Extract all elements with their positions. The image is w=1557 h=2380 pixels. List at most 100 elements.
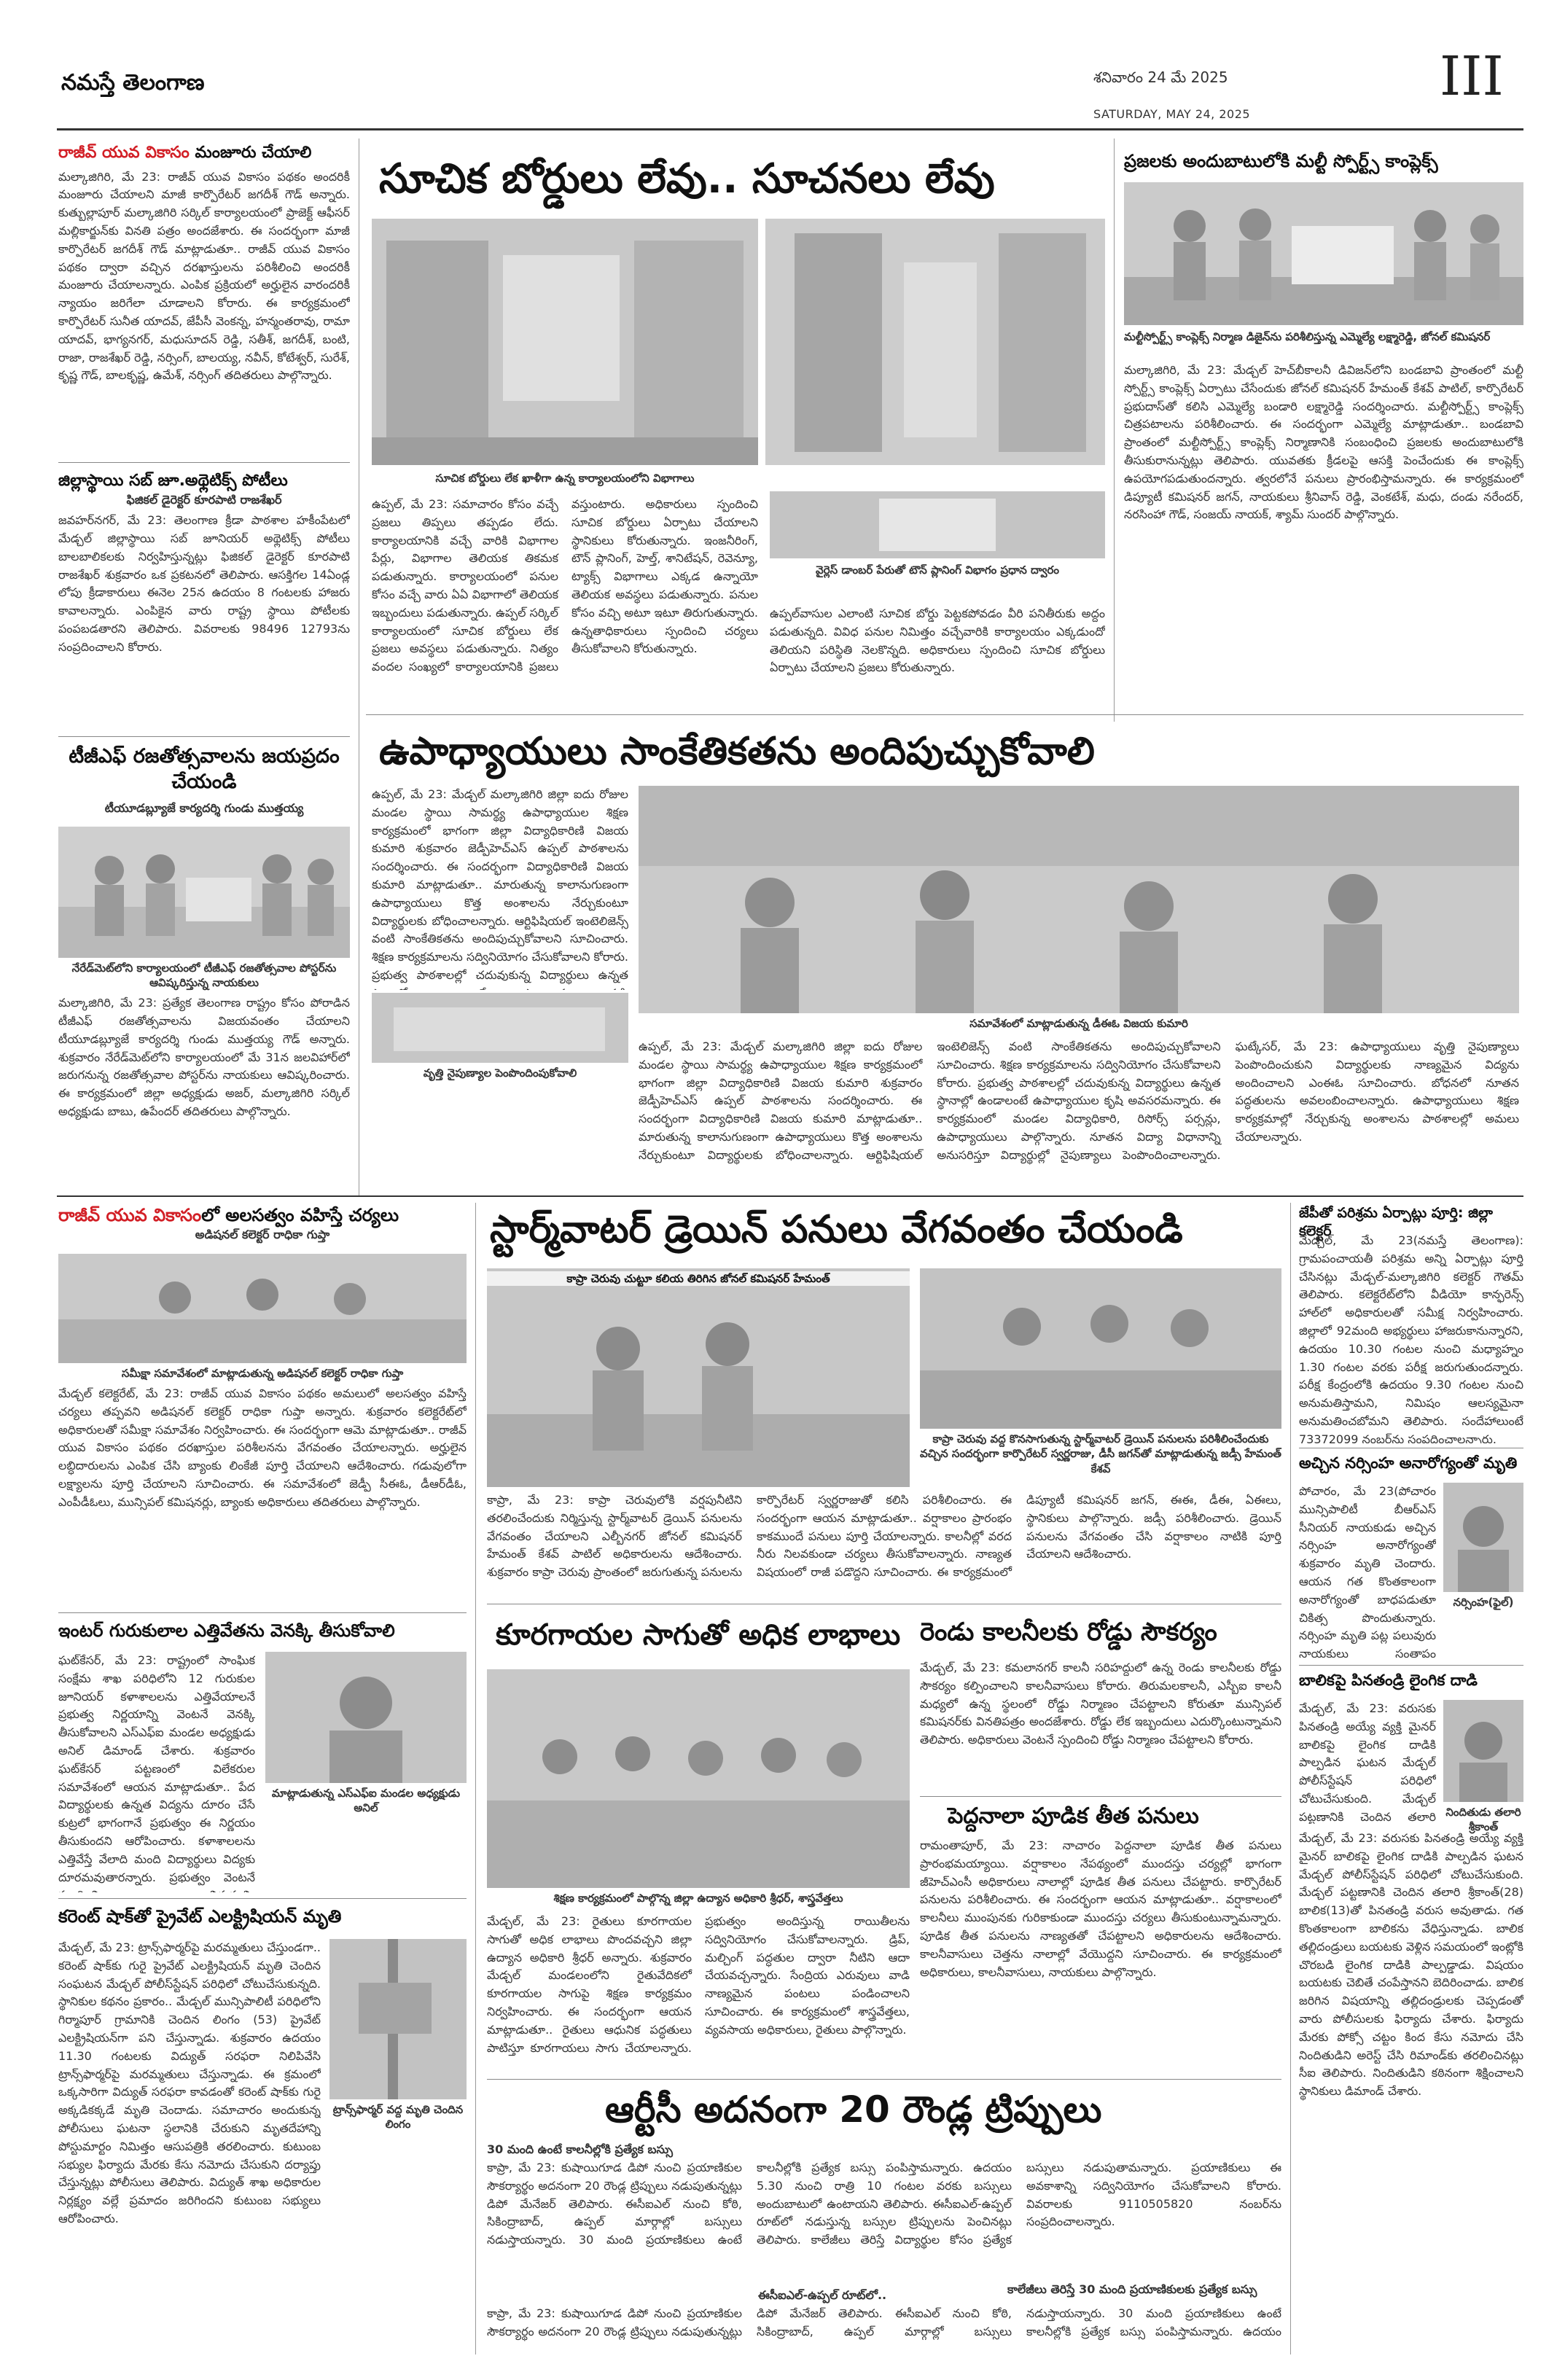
- headline-girl-assault: బాలికపై పినతండ్రి లైంగిక దాడి: [1299, 1671, 1478, 1689]
- article-body-electrician: మేడ్చల్, మే 23: ట్రాన్స్‌ఫార్మర్‌పై మరమ్…: [58, 1940, 321, 2225]
- divider: [366, 714, 1523, 715]
- photo-narsimha-image: [1443, 1483, 1523, 1592]
- article-body-jp-exam: మేడ్చల్, మే 23(నమస్తే తెలంగాణ): గ్రామపంచ…: [1299, 1233, 1523, 1443]
- article-body-rtc-trips: కాప్రా, మే 23: కుషాయిగూడ డిపో నుంచి ప్రయ…: [487, 2161, 1281, 2247]
- photo-caption: సూచిక బోర్డులు లేక ఖాళీగా ఉన్న కార్యాలయం…: [435, 472, 695, 485]
- article-body-review: మేడ్చల్ కలెక్టరేట్, మే 23: రాజీవ్ యువ వి…: [58, 1386, 467, 1509]
- photo-caption: వృత్తి నైపుణ్యాల పెంపొందింపుకోవాలి: [423, 1066, 577, 1080]
- photo-deo-meeting: [639, 786, 1519, 1013]
- photo-caption: మాట్లాడుతున్న ఎస్ఎఫ్ఐ మండల అధ్యక్షుడు అన…: [271, 1787, 461, 1815]
- photo-sports-complex-image: [1124, 182, 1523, 325]
- photo-town-planning-image: [770, 491, 1105, 558]
- photo-review-meeting: [58, 1254, 467, 1363]
- article-body-town-planning: ఉప్పల్‌వాసుల ఎలాంటి సూచిక బోర్డు పెట్టకప…: [770, 606, 1105, 675]
- photo-caption: కాప్రా చెరువు చుట్టూ కలియ తిరిగిన జోనల్ …: [487, 1271, 910, 1287]
- divider: [58, 1612, 467, 1613]
- headline-rtc-trips: ఆర్టీసీ అదనంగా 20 రౌండ్ల ట్రిప్పులు: [605, 2088, 1102, 2131]
- kicker: రాజీవ్ యువ వికాసం: [58, 144, 190, 162]
- article-body-sign-boards: ఉప్పల్, మే 23: సమాచారం కోసం వచ్చే ప్రజలు…: [372, 497, 758, 674]
- divider: [1299, 1665, 1523, 1666]
- divider: [920, 1796, 1281, 1797]
- article-body-vegetables: మేడ్చల్, మే 23: రైతులు కూరగాయల సాగుతో అధ…: [487, 1914, 910, 2055]
- photo-accused-image: [1443, 1700, 1523, 1802]
- photo-caption: సమావేశంలో మాట్లాడుతున్న డీఈఓ విజయ కుమారి: [969, 1017, 1188, 1030]
- article-body-colony-roads: మేడ్చల్, మే 23: కమలానగర్ కాలనీ సరిహద్దుల…: [920, 1661, 1281, 1747]
- photo-caption: నర్సింహ(ఫైల్): [1453, 1596, 1514, 1609]
- headline-jp-exam: జేపీతో పరిశ్రమ ఏర్పాట్లు పూర్తి: జిల్లా …: [1299, 1205, 1493, 1239]
- photo-caption: మల్టీస్పోర్ట్స్ కాంప్లెక్స్ నిర్మాణ డిజై…: [1124, 330, 1491, 343]
- headline-teachers: ఉపాధ్యాయులు సాంకేతికతను అందిపుచ్చుకోవాలి: [379, 730, 1095, 773]
- headline-narsimha: అచ్చిన నర్సింహ అనారోగ్యంతో మృతి: [1299, 1454, 1518, 1472]
- headline-colony-roads: రెండు కాలనీలకు రోడ్డు సౌకర్యం: [920, 1618, 1217, 1647]
- article-body-nala-desilting: రామంతాపూర్, మే 23: నాచారం పెద్దనాలా పూడి…: [920, 1838, 1281, 1979]
- subheadline-colony-bus: 30 మంది ఉంటే కాలనీల్లోకి ప్రత్యేక బస్సు: [487, 2142, 674, 2156]
- page-number: III: [1440, 45, 1504, 108]
- photo-transformer-image: [329, 1939, 467, 2099]
- photo-zonal-commissioner: [487, 1268, 910, 1487]
- story-tgf: టీజీఎఫ్ రజతోత్సవాలను జయప్రదం చేయండి టీయూ…: [58, 744, 350, 1163]
- masthead-title: నమస్తే తెలంగాణ: [61, 70, 205, 95]
- photo-zonal-commissioner-image: [487, 1268, 910, 1487]
- subheadline: ఫిజికల్ డైరెక్టర్ కూరపాటి రాజశేఖర్: [126, 492, 282, 507]
- photo-office-sections: [372, 219, 758, 465]
- headline-nala-desilting: పెద్దనాలా పూడిక తీత పనులు: [948, 1803, 1199, 1829]
- photo-deo-meeting-image: [639, 786, 1519, 1013]
- photo-caption: నేరేడ్‌మెట్‌లోని కార్యాలయంలో టీజీఎఫ్ రజత…: [71, 961, 337, 990]
- photo-office-corridor: [765, 219, 1105, 465]
- article-body-teachers: ఉప్పల్, మే 23: మేడ్చల్ మల్కాజిగిరి జిల్ల…: [372, 787, 628, 990]
- article-body-gurukul: ఘట్‌కేసర్, మే 23: రాష్ట్రంలో సాంఘిక సంక్…: [58, 1653, 255, 1892]
- photo-drain-works-image: [920, 1268, 1281, 1429]
- story-athletics: జిల్లాస్థాయి సబ్ జూ.అథ్లెటిక్స్ పోటీలు ఫ…: [58, 471, 350, 738]
- photo-teachers-training: [372, 993, 628, 1063]
- photo-accused: [1443, 1700, 1523, 1802]
- column-divider: [1290, 1203, 1291, 2354]
- photo-caption: నిందితుడు తలారి శ్రీకాంత్: [1445, 1806, 1521, 1834]
- divider: [58, 462, 350, 463]
- divider: [487, 2079, 1281, 2080]
- column-divider: [475, 1203, 476, 2354]
- photo-caption: శిక్షణ కార్యక్రమంలో పాల్గొన్న జిల్లా ఉద్…: [553, 1892, 843, 1905]
- photo-office-corridor-image: [765, 219, 1105, 465]
- story-rajiv-yuva-review: రాజీవ్ యువ వికాసంలో అలసత్వం వహిస్తే చర్య…: [58, 1204, 467, 1243]
- photo-tgf-poster-image: [58, 826, 350, 958]
- headline: లో అలసత్వం వహిస్తే చర్యలు: [201, 1205, 399, 1225]
- photo-office-sections-image: [372, 219, 758, 465]
- subheadline: టీయూడబ్ల్యూజే కార్యదర్శి గుండు ముత్తయ్య: [104, 801, 304, 816]
- headline-electrician: కరెంట్ షాక్‌తో ప్రైవేట్ ఎలక్ట్రిషియన్ మృ…: [58, 1906, 342, 1927]
- headline-sign-boards: సూచిక బోర్డులు లేవు.. సూచనలు లేవు: [379, 155, 995, 203]
- photo-tgf-poster: [58, 826, 350, 958]
- headline: మంజూరు చేయాలి: [195, 144, 312, 162]
- photo-narsimha: [1443, 1483, 1523, 1592]
- subheadline-college-bus: కాలేజీలు తెరిస్తే 30 మంది ప్రయాణికులకు ప…: [1007, 2282, 1257, 2296]
- article-body-multi-sports: మల్కాజిగిరి, మే 23: మేడ్చల్ హెచ్‌బీకాలనీ…: [1124, 363, 1523, 522]
- photo-farmers-training-image: [487, 1669, 910, 1888]
- photo-farmers-training: [487, 1669, 910, 1888]
- article-body-girl-assault: మేడ్చల్, మే 23: వరుసకు పినతండ్రి అయ్యే వ…: [1299, 1701, 1436, 1824]
- headline-vegetables: కూరగాయల సాగుతో అధిక లాభాలు: [496, 1618, 901, 1652]
- photo-transformer: [329, 1939, 467, 2099]
- photo-teachers-training-image: [372, 993, 628, 1063]
- headline: టీజీఎఫ్ రజతోత్సవాలను జయప్రదం చేయండి: [69, 745, 340, 794]
- photo-drain-works: [920, 1268, 1281, 1429]
- article-body-girl-assault-continued: మేడ్చల్, మే 23: వరుసకు పినతండ్రి అయ్యే వ…: [1299, 1831, 1523, 2099]
- date-telugu: శనివారం 24 మే 2025: [1093, 69, 1228, 86]
- article-body: జవహర్‌నగర్, మే 23: తెలంగాణ క్రీడా పాఠశాల…: [58, 513, 350, 654]
- article-body-rtc-trips-continued: కాప్రా, మే 23: కుషాయిగూడ డిపో నుంచి ప్రయ…: [487, 2306, 1281, 2338]
- headline: జిల్లాస్థాయి సబ్ జూ.అథ్లెటిక్స్ పోటీలు: [58, 472, 288, 490]
- date-english: SATURDAY, MAY 24, 2025: [1093, 107, 1251, 121]
- photo-sfi-leader: [265, 1652, 467, 1783]
- kicker: రాజీవ్ యువ వికాసం: [58, 1205, 202, 1225]
- photo-review-meeting-image: [58, 1254, 467, 1363]
- column-divider: [1114, 138, 1115, 722]
- photo-caption: సమీక్షా సమావేశంలో మాట్లాడుతున్న అడిషనల్ …: [121, 1367, 404, 1380]
- subheadline-ecil-uppal: ఈసీఐఎల్-ఉప్పల్ రూట్‌లో..: [758, 2288, 887, 2302]
- photo-sports-complex: [1124, 182, 1523, 325]
- divider: [58, 736, 350, 737]
- article-body-teachers-continued: ఉప్పల్, మే 23: మేడ్చల్ మల్కాజిగిరి జిల్ల…: [639, 1039, 1519, 1162]
- divider: [58, 1898, 467, 1899]
- section-rule: [57, 1195, 1523, 1197]
- masthead-rule: [57, 128, 1523, 130]
- headline-multi-sports: ప్రజలకు అందుబాటులోకి మల్టీ స్పోర్ట్స్ కా…: [1124, 151, 1438, 171]
- article-body-storm-water: కాప్రా, మే 23: కాప్రా చెరువులోకి వర్షపున…: [487, 1493, 1281, 1580]
- photo-caption: ట్రాన్స్‌ఫార్మర్ వద్ద మృతి చెందిన లింగం: [332, 2103, 464, 2131]
